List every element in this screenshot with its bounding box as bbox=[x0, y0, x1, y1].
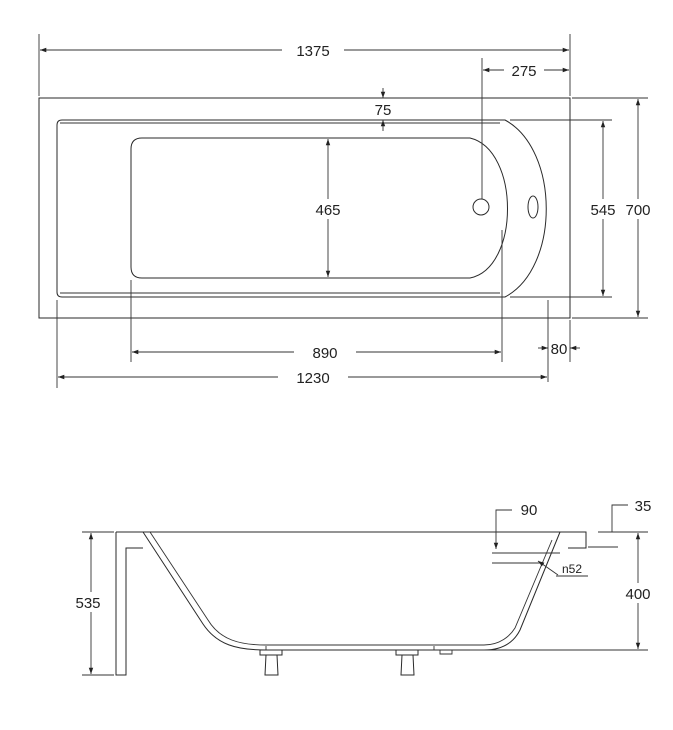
label-rim-thickness: 35 bbox=[635, 498, 652, 515]
side-view: 535 90 n52 35 400 bbox=[74, 498, 656, 676]
outer-rim-outline bbox=[38, 97, 571, 319]
label-overflow-offset: 90 bbox=[521, 502, 538, 519]
label-basin-width: 465 bbox=[315, 202, 340, 219]
rim-ledge-lines bbox=[60, 122, 500, 294]
label-inner-length: 1230 bbox=[296, 370, 329, 387]
basin-floor-outline bbox=[130, 137, 508, 279]
overflow-hole bbox=[527, 195, 539, 219]
foot-right bbox=[395, 649, 419, 676]
label-overall-width: 700 bbox=[625, 202, 650, 219]
label-inner-width: 545 bbox=[590, 202, 615, 219]
leader-overflow-hole bbox=[537, 560, 559, 576]
label-basin-length: 890 bbox=[312, 345, 337, 362]
label-drain-offset: 275 bbox=[511, 63, 536, 80]
label-overall-height: 535 bbox=[75, 595, 100, 612]
label-end-offset: 80 bbox=[551, 341, 568, 358]
drain-hole bbox=[472, 198, 490, 216]
label-overflow-hole: n52 bbox=[562, 562, 582, 576]
dim-line-rim-thickness bbox=[611, 504, 628, 532]
tub-rim bbox=[116, 531, 587, 549]
top-view: 1375 275 75 465 545 700 890 bbox=[38, 34, 655, 388]
dim-line-overflow-offset bbox=[493, 509, 512, 549]
tub-shell-inner bbox=[149, 531, 553, 646]
foot-left bbox=[259, 649, 283, 676]
label-tub-depth: 400 bbox=[625, 586, 650, 603]
label-rim-depth: 75 bbox=[375, 102, 392, 119]
tub-body bbox=[142, 531, 561, 651]
label-overall-length: 1375 bbox=[296, 43, 329, 60]
tub-bottom-detail bbox=[265, 646, 453, 655]
front-panel bbox=[115, 532, 143, 676]
inner-rim-outline bbox=[56, 119, 547, 298]
